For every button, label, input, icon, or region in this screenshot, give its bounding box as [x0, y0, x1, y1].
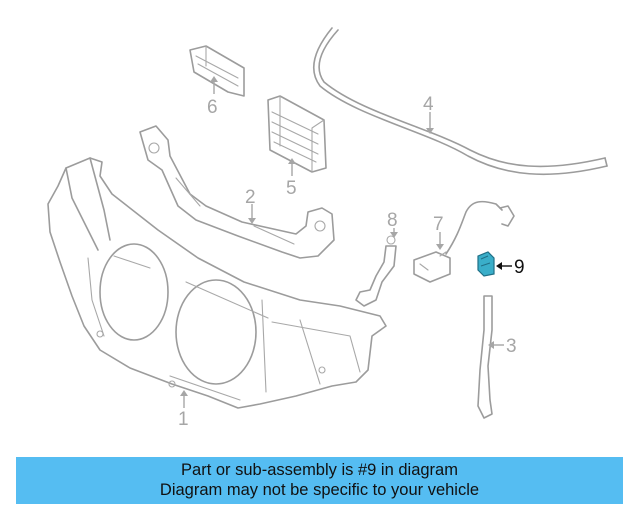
part-5-air-duct [267, 95, 327, 173]
leader-3-arrow [488, 341, 494, 349]
callout-8: 8 [387, 210, 398, 231]
part-1-radiator-support [47, 157, 387, 409]
leader-4-arrow [426, 128, 434, 134]
leader-5-arrow [288, 158, 296, 164]
part-3-hose [477, 295, 493, 419]
part-8-latch-bracket [355, 235, 397, 307]
callout-1: 1 [178, 409, 189, 430]
diagram-notice-banner: Part or sub-assembly is #9 in diagram Di… [16, 457, 623, 504]
notice-line-part: Part or sub-assembly is #9 in diagram [181, 461, 458, 479]
part-7-sensor-harness [413, 200, 515, 283]
callout-5: 5 [286, 178, 297, 199]
leader-7-arrow [436, 244, 444, 250]
leader-2-arrow [248, 218, 256, 224]
part-4-seal-strip [312, 27, 608, 176]
leader-9-arrow [496, 262, 502, 270]
callout-2: 2 [245, 187, 256, 208]
leader-8-arrow [390, 232, 398, 238]
callout-9[interactable]: 9 [514, 257, 525, 278]
leader-1-arrow [180, 390, 188, 396]
callout-6: 6 [207, 97, 218, 118]
part-6-deflector [189, 45, 245, 97]
notice-line-disclaimer: Diagram may not be specific to your vehi… [159, 481, 480, 499]
callout-4: 4 [423, 94, 434, 115]
leader-6-arrow [210, 76, 218, 82]
parts-diagram: 1 2 3 4 5 6 7 8 9 [47, 27, 608, 430]
part-9-clip[interactable] [477, 251, 495, 277]
part-2-support-bracket [139, 125, 335, 259]
callout-7: 7 [433, 214, 444, 235]
callout-3: 3 [506, 336, 517, 357]
